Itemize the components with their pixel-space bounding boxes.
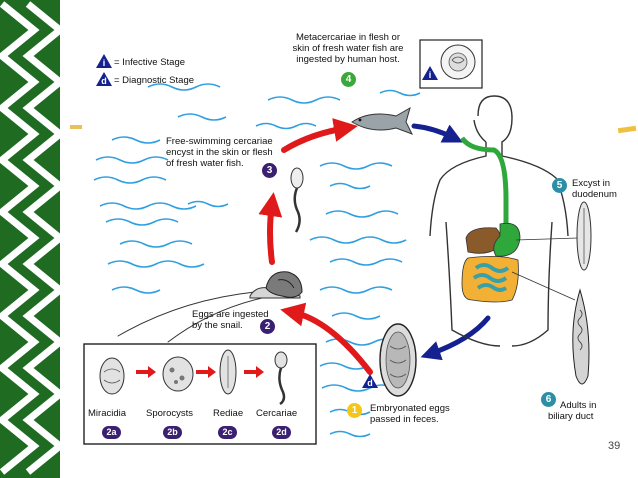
step3-badge: 3 xyxy=(262,163,277,178)
arrow-human-to-eggs xyxy=(420,315,491,361)
step6-line2: biliary duct xyxy=(548,411,594,422)
infective-legend-label: = Infective Stage xyxy=(114,57,186,68)
step4-line2: skin of fresh water fish are xyxy=(292,43,404,54)
step4-line3: ingested by human host. xyxy=(296,54,400,65)
step2-line1: Eggs are ingested xyxy=(192,309,269,320)
step5-line2: duodenum xyxy=(572,189,617,200)
step4-text: Metacercariae in flesh or skin of fresh … xyxy=(278,32,418,65)
step2-text: Eggs are ingested by the snail. xyxy=(192,309,269,331)
excyst-larva-icon xyxy=(576,201,592,271)
step2-badge: 2 xyxy=(260,319,275,334)
arrow-fish-to-human xyxy=(411,123,463,143)
step6-badge: 6 xyxy=(541,392,556,407)
fish-icon xyxy=(351,106,414,135)
step3-line2: encyst in the skin or flesh xyxy=(166,147,273,158)
inset-label-rediae: Rediae xyxy=(213,408,244,419)
step1-line2: passed in feces. xyxy=(370,414,439,425)
step5-text: Excyst in duodenum xyxy=(572,178,617,200)
inset-label-miracidia: Miracidia xyxy=(88,408,127,419)
step6-line1: Adults in xyxy=(560,400,597,411)
step4-line1: Metacercariae in flesh or xyxy=(295,32,401,43)
cercaria-icon xyxy=(290,167,304,233)
small-intestine xyxy=(472,263,510,292)
step5-line1: Excyst in xyxy=(572,178,611,189)
inset-label-cercariae: Cercariae xyxy=(256,408,298,419)
step1-badge: 1 xyxy=(347,403,362,418)
page-number: 39 xyxy=(608,440,621,452)
inset-code-2b: 2b xyxy=(163,426,182,439)
step6-text: Adults in biliary duct xyxy=(548,400,596,422)
inset-code-2c: 2c xyxy=(218,426,237,439)
inset-label-sporocysts: Sporocysts xyxy=(146,408,193,419)
arrow-snail-to-cercariae xyxy=(258,192,283,265)
egg-icon xyxy=(379,323,417,397)
diagnostic-legend-label: = Diagnostic Stage xyxy=(114,75,195,86)
inset-pointer-lines xyxy=(117,291,263,343)
arrow-eggs-to-snail xyxy=(280,302,373,375)
step2-line2: by the snail. xyxy=(192,320,243,331)
step5-badge: 5 xyxy=(552,178,567,193)
adult-fluke-icon xyxy=(572,288,590,385)
snail-icon xyxy=(249,271,303,299)
inset-code-2d: 2d xyxy=(272,426,291,439)
step3-line1: Free-swimming cercariae xyxy=(166,136,273,147)
step3-text: Free-swimming cercariae encyst in the sk… xyxy=(166,136,306,169)
esophagus xyxy=(459,136,509,228)
step1-text: Embryonated eggs passed in feces. xyxy=(370,403,450,425)
step1-line1: Embryonated eggs xyxy=(370,403,450,414)
step3-line3: of fresh water fish. xyxy=(166,158,244,169)
arrow-cercariae-to-fish xyxy=(281,118,358,153)
step4-badge: 4 xyxy=(341,72,356,87)
inset-code-2a: 2a xyxy=(102,426,121,439)
stomach xyxy=(493,222,521,257)
